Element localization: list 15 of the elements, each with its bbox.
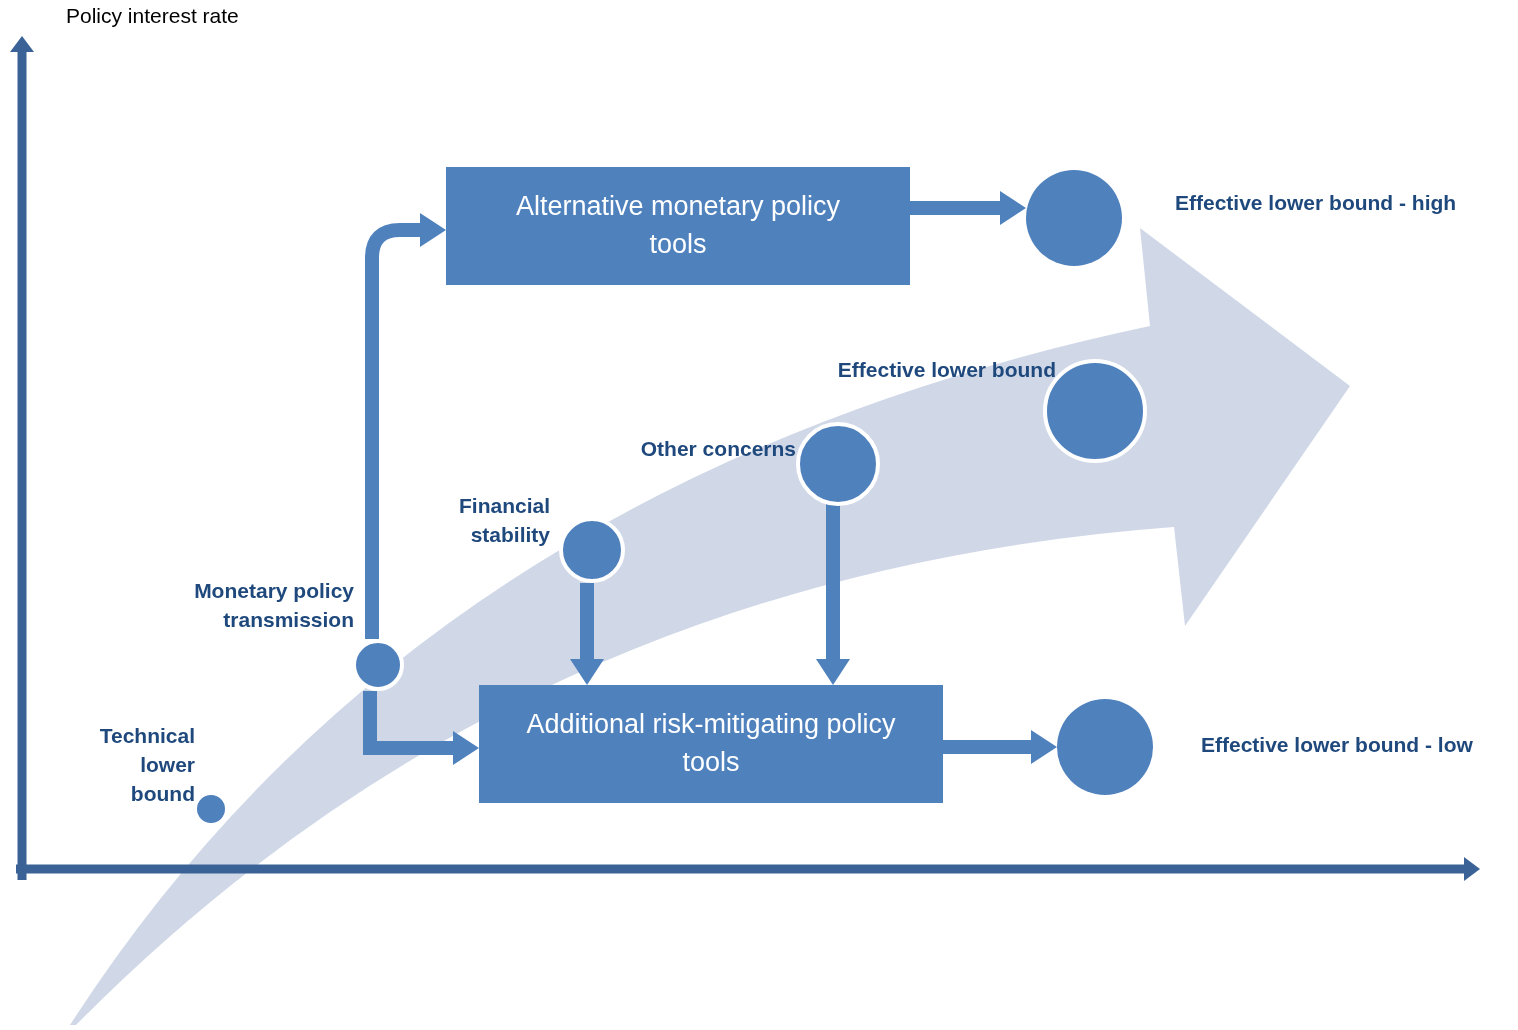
- arrow: [910, 191, 1026, 225]
- arrow: [943, 730, 1057, 764]
- circle-label: Effective lower bound: [836, 357, 1056, 383]
- arrow: [570, 583, 604, 685]
- circle-label: Other concerns: [639, 436, 796, 462]
- arrow: [816, 502, 850, 685]
- circle-label: Effective lower bound - low: [1201, 732, 1474, 758]
- axis-label: Policy interest rate: [66, 4, 239, 28]
- policy-tools-box: Alternative monetary policy tools: [446, 167, 910, 285]
- circle-label: Technical lower bound: [98, 723, 195, 807]
- policy-tools-box: Additional risk-mitigating policy tools: [479, 685, 943, 803]
- arrow: [365, 213, 446, 639]
- circle-label: Financial stability: [457, 493, 550, 548]
- circle-label: Effective lower bound - high: [1175, 190, 1458, 216]
- circle-label: Monetary policy transmission: [194, 578, 354, 633]
